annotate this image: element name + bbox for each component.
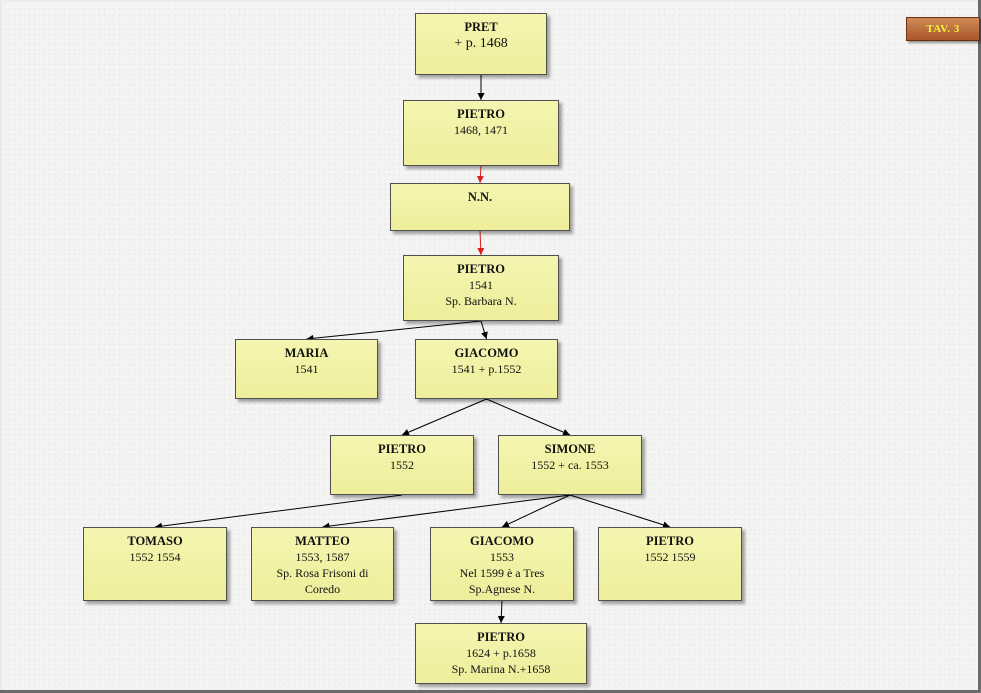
person-detail-line: 1541 + p.1552 — [451, 362, 522, 376]
person-name: GIACOMO — [454, 346, 519, 360]
person-name: PRET — [464, 20, 498, 34]
person-detail-line: Sp.Agnese N. — [468, 582, 536, 596]
person-name: GIACOMO — [470, 534, 534, 548]
person-detail-line: + p. 1468 — [454, 36, 508, 51]
person-name: N.N. — [467, 190, 493, 204]
person-detail-line: Coredo — [304, 582, 341, 596]
person-node-pietro-1552[interactable]: PIETRO 1552 — [330, 435, 474, 495]
person-node-pietro-1468[interactable]: PIETRO 1468, 1471 — [403, 100, 559, 166]
person-name: SIMONE — [544, 442, 596, 456]
person-node-pietro-1559[interactable]: PIETRO 1552 1559 — [598, 527, 742, 601]
person-detail-line: 1552 — [390, 458, 414, 472]
person-detail-line: 1553 — [490, 550, 514, 564]
person-detail-line: 1541 — [294, 362, 319, 376]
person-detail-line: 1552 1554 — [129, 550, 181, 564]
person-name: TOMASO — [127, 534, 183, 548]
person-detail-line: 1624 + p.1658 — [466, 646, 536, 660]
person-name: PIETRO — [457, 262, 505, 276]
person-name: MATTEO — [295, 534, 350, 548]
person-detail-line: 1552 1559 — [644, 550, 696, 564]
person-node-maria[interactable]: MARIA 1541 — [235, 339, 378, 399]
person-name: PIETRO — [378, 442, 426, 456]
person-name: MARIA — [284, 346, 329, 360]
person-detail-line: Nel 1599 è a Tres — [459, 566, 545, 580]
person-name: PIETRO — [646, 534, 694, 548]
person-detail-line: Sp. Rosa Frisoni di — [276, 566, 369, 580]
person-node-nn[interactable]: N.N. — [390, 183, 570, 231]
person-detail-line: Sp. Marina N.+1658 — [451, 662, 551, 676]
person-node-simone[interactable]: SIMONE 1552 + ca. 1553 — [498, 435, 642, 495]
table-number-badge[interactable]: TAV. 3 — [906, 17, 980, 41]
person-detail-line: Sp. Barbara N. — [445, 294, 517, 308]
person-detail-line: 1541 — [469, 278, 493, 292]
person-detail-line: 1468, 1471 — [454, 123, 508, 137]
person-node-giacomo-1541[interactable]: GIACOMO 1541 + p.1552 — [415, 339, 558, 399]
person-detail-line: 1552 + ca. 1553 — [531, 458, 609, 472]
person-detail-line: 1553, 1587 — [295, 550, 350, 564]
person-name: PIETRO — [477, 630, 525, 644]
person-name: PIETRO — [457, 107, 505, 121]
person-node-tomaso[interactable]: TOMASO 1552 1554 — [83, 527, 227, 601]
person-node-pret[interactable]: PRET + p. 1468 — [415, 13, 547, 75]
